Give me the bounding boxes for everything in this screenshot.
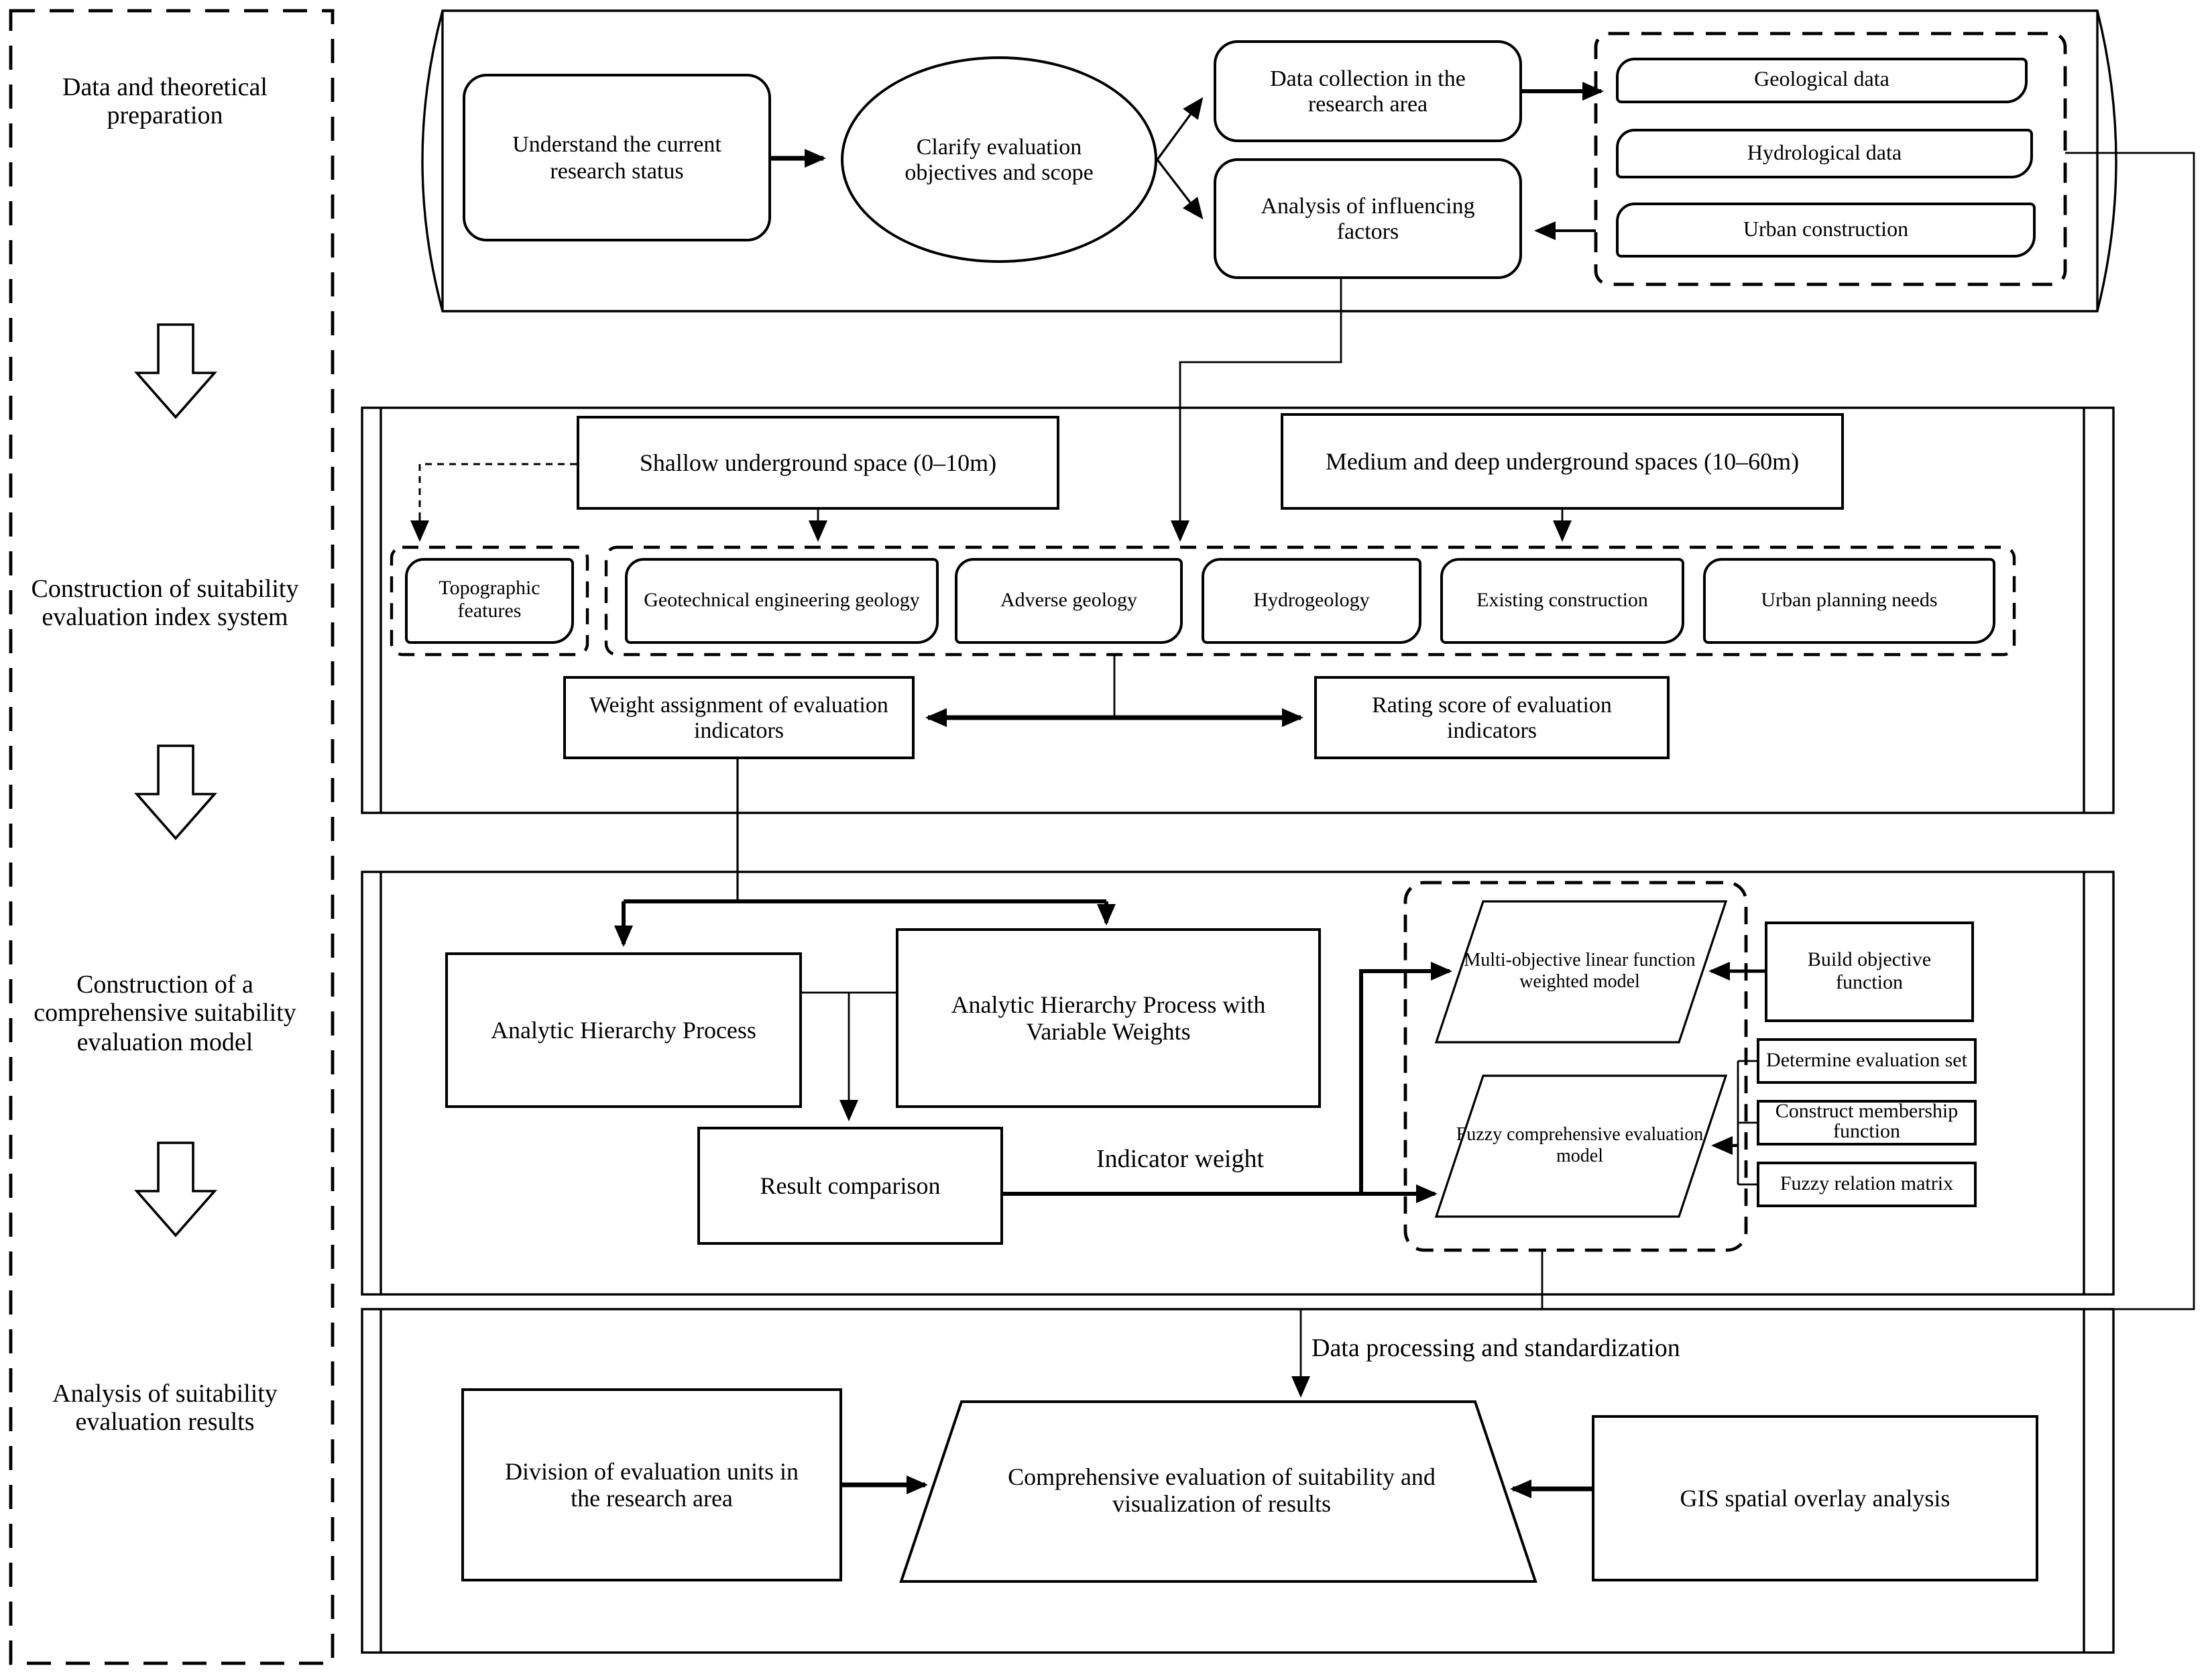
rating-score-node: Rating score of evaluation indicators bbox=[1314, 676, 1670, 759]
indicators-dashed-box bbox=[604, 545, 2016, 657]
medium-deep-space-node: Medium and deep underground spaces (10–6… bbox=[1281, 413, 1844, 510]
dashed-connector-shallow-to-topographic bbox=[418, 463, 577, 515]
sidebar-stage-1-label: Data and theoretical preparation bbox=[62, 73, 268, 130]
comprehensive-evaluation-label: Comprehensive evaluation of suitability … bbox=[1008, 1463, 1436, 1517]
geotechnical-node: Geotechnical engineering geology bbox=[625, 558, 939, 644]
fuzzy-relation-matrix-node: Fuzzy relation matrix bbox=[1757, 1162, 1977, 1207]
ahp-node: Analytic Hierarchy Process bbox=[445, 952, 802, 1108]
membership-function-node: Construct membership function bbox=[1757, 1100, 1977, 1146]
models-dashed-box bbox=[1403, 881, 1748, 1252]
existing-construction-node: Existing construction bbox=[1440, 558, 1684, 644]
division-units-node: Division of evaluation units in the rese… bbox=[461, 1388, 842, 1581]
sidebar-stage-2-label: Construction of suitability evaluation i… bbox=[31, 575, 299, 632]
topographic-dashed-box bbox=[390, 545, 589, 657]
sidebar-stage-3-label: Construction of a comprehensive suitabil… bbox=[34, 971, 296, 1057]
adverse-geology-node: Adverse geology bbox=[955, 558, 1183, 644]
data-processing-label: Data processing and standardization bbox=[1312, 1335, 1680, 1363]
arrow-clarify-to-influencing bbox=[1156, 159, 1204, 220]
fuzzy-model-label: Fuzzy comprehensive evaluation model bbox=[1456, 1125, 1704, 1167]
influencing-factors-node: Analysis of influencing factors bbox=[1214, 158, 1522, 279]
down-block-arrow-icon bbox=[134, 1141, 217, 1237]
multi-objective-model-label: Multi-objective linear function weighted… bbox=[1464, 951, 1696, 993]
understand-status-node: Understand the current research status bbox=[463, 74, 771, 241]
stage2-container bbox=[361, 406, 2115, 814]
weight-assignment-node: Weight assignment of evaluation indicato… bbox=[563, 676, 915, 759]
sidebar-stage-4-label: Analysis of suitability evaluation resul… bbox=[52, 1380, 278, 1437]
down-block-arrow-icon bbox=[134, 744, 217, 840]
urban-planning-needs-node: Urban planning needs bbox=[1703, 558, 1995, 644]
arrow-clarify-to-datacollection bbox=[1156, 97, 1204, 160]
build-objective-node: Build objective function bbox=[1765, 922, 1974, 1022]
clarify-objectives-ellipse: Clarify evaluation objectives and scope bbox=[841, 56, 1157, 263]
sidebar-dashed-border bbox=[9, 9, 335, 1665]
connector-databoxes-to-stage4 bbox=[2065, 152, 2195, 1310]
topographic-features-node: Topographic features bbox=[405, 558, 574, 644]
hydrogeology-node: Hydrogeology bbox=[1202, 558, 1421, 644]
geological-data-node: Geological data bbox=[1616, 58, 2028, 103]
hydrological-data-node: Hydrological data bbox=[1616, 129, 2033, 178]
urban-construction-node: Urban construction bbox=[1616, 203, 2036, 258]
connector-influencing-to-indicators bbox=[1171, 279, 1342, 542]
multi-objective-parallelogram bbox=[1434, 900, 1728, 1044]
down-block-arrow-icon bbox=[134, 323, 217, 419]
shallow-space-node: Shallow underground space (0–10m) bbox=[577, 416, 1059, 510]
gis-overlay-node: GIS spatial overlay analysis bbox=[1592, 1415, 2038, 1581]
arrow-indicator-weight-to-multiobjective bbox=[1359, 962, 1452, 1194]
stage4-container bbox=[361, 1308, 2115, 1654]
indicator-weight-label: Indicator weight bbox=[1096, 1146, 1265, 1174]
comprehensive-evaluation-trapezoid bbox=[899, 1400, 1537, 1583]
result-comparison-node: Result comparison bbox=[697, 1127, 1003, 1245]
determine-evaluation-set-node: Determine evaluation set bbox=[1757, 1038, 1977, 1084]
stage3-container bbox=[361, 871, 2115, 1296]
fuzzy-model-parallelogram bbox=[1434, 1074, 1728, 1218]
ahp-variable-weights-node: Analytic Hierarchy Process with Variable… bbox=[896, 928, 1321, 1108]
data-collection-node: Data collection in the research area bbox=[1214, 40, 1522, 142]
